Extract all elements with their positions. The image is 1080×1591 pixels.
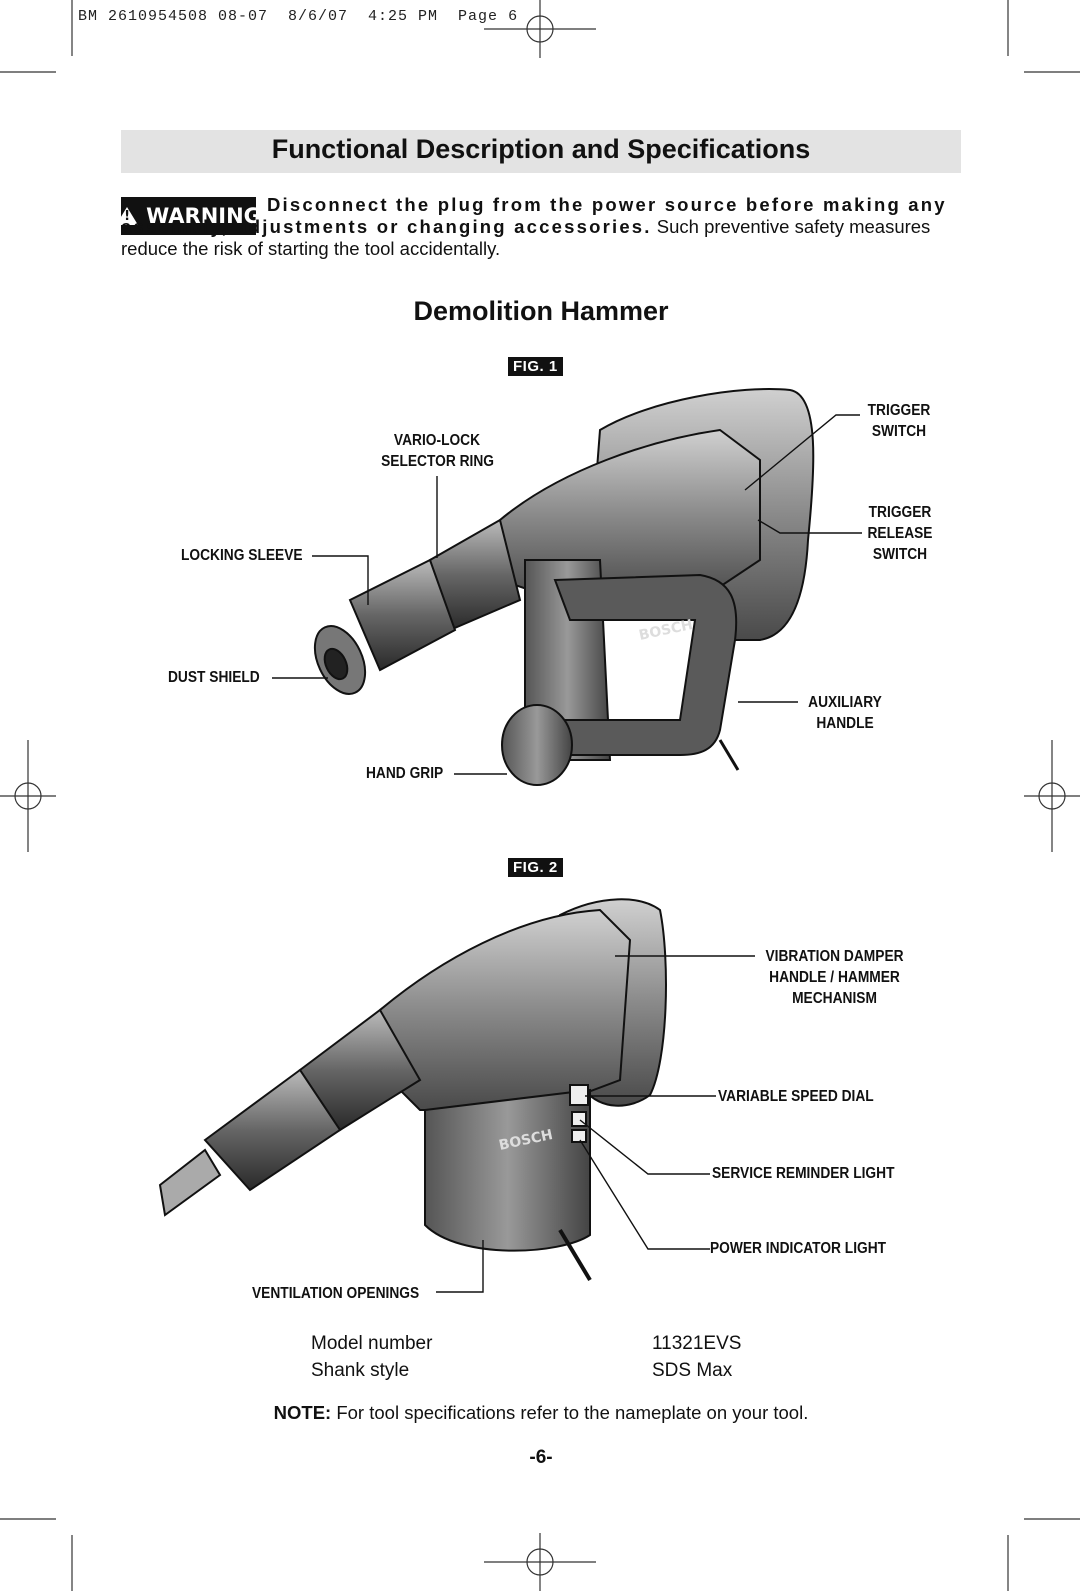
callout-trigger-switch: TRIGGER SWITCH [850, 400, 948, 442]
section-title: Functional Description and Specification… [271, 134, 811, 164]
callout-trigger-release-switch: TRIGGER RELEASE SWITCH [850, 502, 950, 565]
hammer-body-fig2 [158, 898, 667, 1282]
spec-name-model: Model number [311, 1333, 433, 1354]
note: NOTE: For tool specifications refer to t… [121, 1402, 961, 1424]
leader-lines-fig1 [272, 414, 862, 775]
callout-locking-sleeve: LOCKING SLEEVE [181, 547, 303, 564]
spec-value-shank: SDS Max [652, 1360, 733, 1381]
callout-line: VIBRATION DAMPER [765, 948, 904, 965]
callout-line: SWITCH [871, 423, 927, 440]
figure-2-label: FIG. 2 [508, 858, 563, 877]
warning-triangle-icon: ! [116, 207, 139, 225]
callout-auxiliary-handle: AUXILIARY HANDLE [798, 692, 893, 734]
callout-line: TRIGGER [867, 402, 931, 419]
callout-line: SELECTOR RING [381, 453, 495, 470]
page-number: -6- [529, 1447, 553, 1468]
callout-vario-lock: VARIO-LOCK SELECTOR RING [381, 430, 495, 472]
hammer-body-fig1 [313, 388, 815, 786]
spec-value-model: 11321EVS [652, 1333, 742, 1354]
callout-line: TRIGGER [868, 504, 932, 521]
printer-slug: BM 2610954508 08-07 8/6/07 4:25 PM Page … [78, 8, 519, 25]
callout-dust-shield: DUST SHIELD [168, 669, 260, 686]
callout-ventilation-openings: VENTILATION OPENINGS [252, 1285, 420, 1302]
figure-1-label: FIG. 1 [508, 357, 563, 376]
callout-hand-grip: HAND GRIP [366, 765, 444, 782]
warning-text: Disconnect the plug from the power sourc… [121, 194, 961, 260]
spec-name-shank: Shank style [311, 1360, 410, 1381]
callout-line: HANDLE / HAMMER [769, 969, 900, 986]
section-title-band [121, 130, 961, 173]
warning-badge-label: WARNING [146, 204, 261, 228]
warning-body-text: Such preventive safety measures reduce t… [121, 216, 931, 259]
warning-badge: ! WARNING [116, 197, 261, 235]
callout-line: HANDLE [816, 715, 874, 732]
callout-line: SWITCH [872, 546, 928, 563]
leader-lines-fig2 [436, 955, 755, 1293]
note-label: NOTE: [273, 1402, 332, 1423]
callout-power-indicator-light: POWER INDICATOR LIGHT [710, 1240, 887, 1257]
callout-line: MECHANISM [792, 990, 877, 1007]
warning-bold-text: Disconnect the plug from the power sourc… [121, 194, 947, 237]
callout-variable-speed-dial: VARIABLE SPEED DIAL [718, 1088, 874, 1105]
callout-line: AUXILIARY [808, 694, 882, 711]
note-text: For tool specifications refer to the nam… [336, 1402, 809, 1423]
product-title: Demolition Hammer [413, 296, 669, 326]
callout-service-reminder-light: SERVICE REMINDER LIGHT [712, 1165, 895, 1182]
callout-vibration-damper: VIBRATION DAMPER HANDLE / HAMMER MECHANI… [764, 946, 906, 1009]
callout-line: RELEASE [867, 525, 933, 542]
callout-line: VARIO-LOCK [393, 432, 481, 449]
